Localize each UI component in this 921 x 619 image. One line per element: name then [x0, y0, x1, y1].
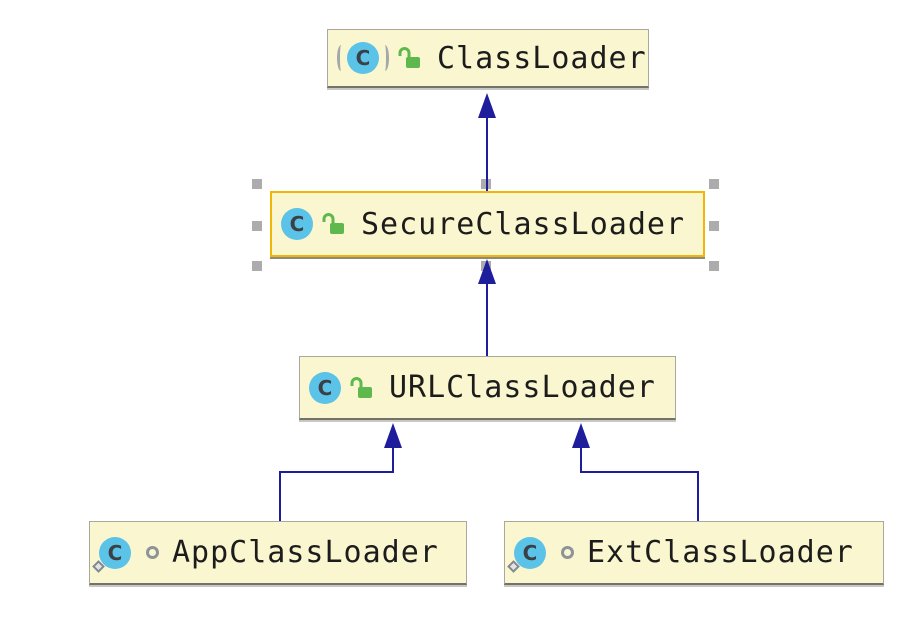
selection-handle-nw[interactable] — [252, 179, 262, 189]
class-icon: C — [281, 208, 313, 240]
class-name-label: AppClassLoader — [172, 535, 439, 570]
class-icon-circle: C — [309, 371, 341, 404]
abstract-paren-left-icon — [337, 45, 345, 71]
class-icon-circle: C — [99, 536, 131, 569]
class-name-label: ClassLoader — [437, 40, 647, 76]
class-node-secureclassloader[interactable]: C SecureClassLoader — [270, 191, 705, 257]
abstract-class-icon: C — [337, 42, 389, 74]
selection-handle-se[interactable] — [709, 261, 719, 271]
edge-segment[interactable] — [486, 116, 488, 192]
edge-segment[interactable] — [580, 446, 582, 473]
abstract-paren-right-icon — [381, 45, 389, 71]
edge-segment[interactable] — [697, 471, 699, 521]
class-node-classloader[interactable]: C ClassLoader — [327, 29, 649, 88]
selection-handle-e[interactable] — [709, 221, 719, 231]
public-open-lock-icon — [322, 213, 344, 234]
selection-handle-sw[interactable] — [252, 261, 262, 271]
edge-segment[interactable] — [279, 471, 281, 521]
class-node-appclassloader[interactable]: C AppClassLoader — [89, 521, 467, 585]
inheritance-arrowhead-icon — [478, 259, 496, 284]
class-name-label: URLClassLoader — [389, 370, 656, 405]
edge-segment[interactable] — [486, 282, 488, 357]
package-local-visibility-icon — [561, 546, 574, 559]
inheritance-arrowhead-icon — [572, 423, 590, 448]
public-open-lock-icon — [350, 376, 372, 398]
class-node-urlclassloader[interactable]: C URLClassLoader — [299, 356, 676, 420]
selection-handle-w[interactable] — [252, 221, 262, 231]
inheritance-arrowhead-icon — [478, 93, 496, 118]
inheritance-arrowhead-icon — [384, 423, 402, 448]
selection-handle-ne[interactable] — [709, 179, 719, 189]
class-icon-circle: C — [281, 208, 313, 240]
package-local-visibility-icon — [146, 546, 159, 559]
class-node-extclassloader[interactable]: C ExtClassLoader — [504, 521, 884, 585]
class-icon: C — [347, 42, 379, 74]
class-icon: C — [309, 371, 341, 404]
public-open-lock-icon — [398, 47, 420, 68]
static-class-icon: C — [507, 536, 546, 573]
class-icon-circle: C — [514, 536, 546, 569]
edge-segment[interactable] — [581, 471, 699, 473]
edge-segment[interactable] — [392, 446, 394, 473]
class-name-label: ExtClassLoader — [587, 535, 854, 570]
edge-segment[interactable] — [279, 471, 394, 473]
static-class-icon: C — [92, 536, 131, 573]
class-name-label: SecureClassLoader — [361, 206, 686, 242]
